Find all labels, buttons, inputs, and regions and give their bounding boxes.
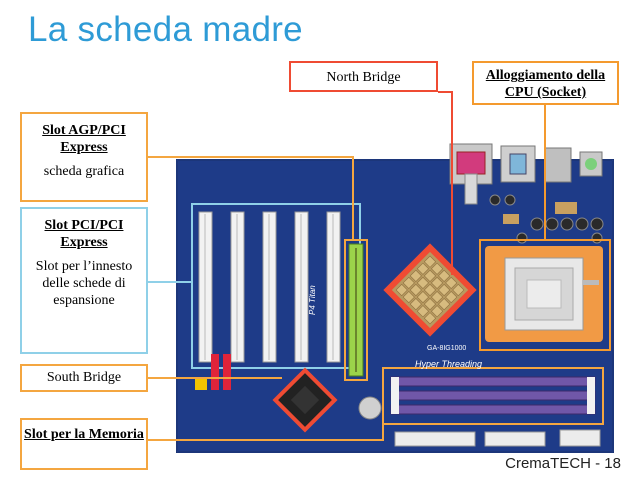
- north-bridge-leader: [438, 91, 453, 275]
- callout-memory-slot: Slot per la Memoria: [20, 418, 148, 470]
- callout-cpu-socket: Alloggiamento della CPU (Socket): [472, 61, 619, 105]
- memory-slots: [382, 367, 604, 425]
- callout-pci-slot: Slot PCI/PCI Express Slot per l’innesto …: [20, 207, 148, 354]
- callout-pci-slot-label: Slot PCI/PCI Express: [44, 218, 124, 250]
- south-bridge-chip: [272, 367, 338, 433]
- callout-cpu-socket-label: Alloggiamento della CPU (Socket): [485, 68, 606, 100]
- callout-north-bridge: North Bridge: [289, 61, 438, 92]
- callout-agp-slot-label: Slot AGP/PCI Express: [42, 123, 126, 155]
- cmos-battery: [358, 396, 382, 420]
- callout-south-bridge-label: South Bridge: [46, 370, 122, 385]
- callout-agp-slot: Slot AGP/PCI Express scheda grafica: [20, 112, 148, 202]
- board-feature-label: Hyper Threading: [415, 359, 482, 369]
- capacitors: [489, 194, 604, 260]
- callout-agp-slot-sub: scheda grafica: [43, 164, 125, 179]
- cpu-socket: [479, 239, 611, 351]
- board-model-label: GA-8IG1000: [427, 345, 466, 352]
- page-title: La scheda madre: [28, 10, 303, 49]
- callout-south-bridge: South Bridge: [20, 364, 148, 392]
- callout-memory-slot-label: Slot per la Memoria: [24, 427, 144, 442]
- ide-connectors: [195, 354, 231, 390]
- slide-footer: CremaTECH - 18: [505, 455, 621, 472]
- agp-leader: [148, 156, 354, 240]
- pci-slots: [191, 203, 361, 369]
- agp-slot: [344, 239, 368, 381]
- io-panel: [449, 143, 603, 185]
- callout-pci-slot-sub: Slot per l’innesto delle schede di espan…: [35, 259, 133, 308]
- memory-leader: [148, 424, 384, 441]
- motherboard-illustration: P4 Titan Hyper Threading GA-8IG1000: [176, 143, 614, 453]
- board-brand: P4 Titan: [308, 285, 317, 315]
- callout-north-bridge-label: North Bridge: [326, 70, 401, 85]
